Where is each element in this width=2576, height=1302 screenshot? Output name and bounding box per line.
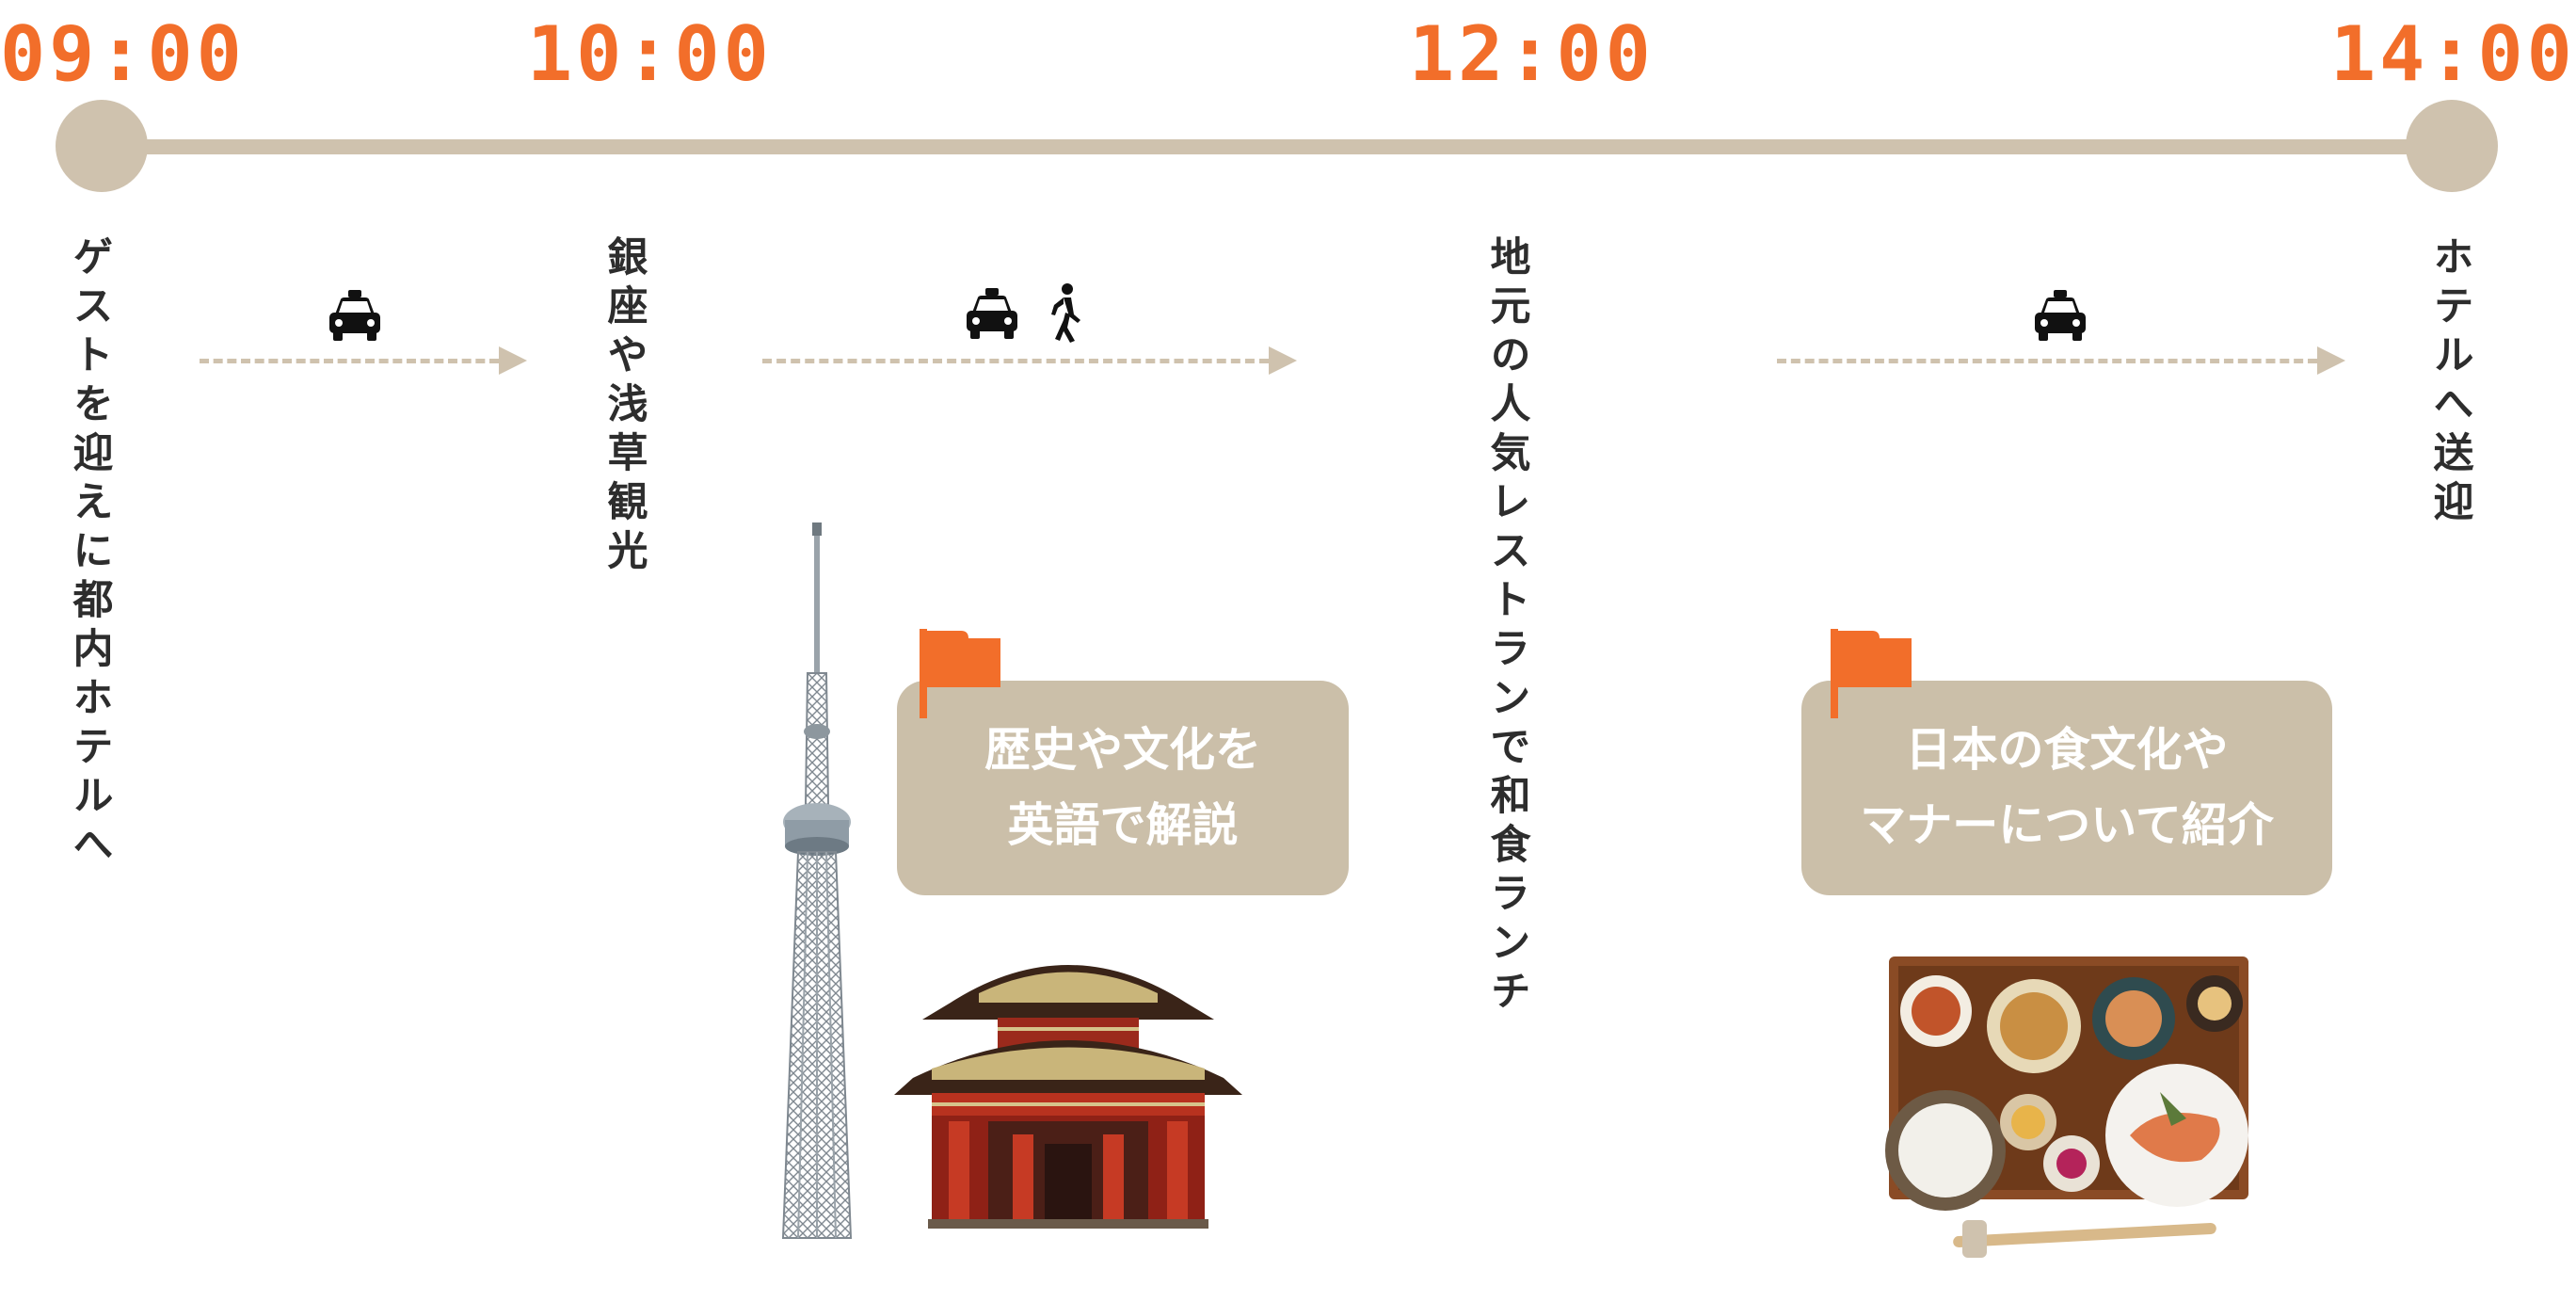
stop-label-lunch: 地元の人気レストランで和食ランチ xyxy=(1483,235,1530,1019)
transfer-arrow-3 xyxy=(1777,346,2345,375)
highlight-line: 歴史や文化を xyxy=(984,723,1261,777)
taxi-icon xyxy=(2035,290,2086,341)
transfer-arrow-2 xyxy=(762,346,1297,375)
highlight-bubble-food: 日本の食文化や マナーについて紹介 xyxy=(1801,681,2332,895)
time-label-0900: 09:00 xyxy=(0,10,246,98)
time-label-1200: 12:00 xyxy=(1409,10,1655,98)
time-label-1400: 14:00 xyxy=(2330,10,2576,98)
stop-label-sightseeing: 銀座や浅草観光 xyxy=(600,235,648,578)
timeline-start-node xyxy=(56,100,148,192)
time-label-1000: 10:00 xyxy=(527,10,773,98)
highlight-line: 日本の食文化や xyxy=(1905,723,2229,777)
timeline-end-node xyxy=(2406,100,2498,192)
walking-person-icon xyxy=(1051,283,1080,343)
stop-label-dropoff: ホテルへ送迎 xyxy=(2426,235,2473,529)
highlight-line: マナーについて紹介 xyxy=(1860,798,2274,852)
japanese-lunch-tray-image xyxy=(1885,956,2248,1258)
highlight-bubble-culture: 歴史や文化を 英語で解説 xyxy=(897,681,1349,895)
highlight-line: 英語で解説 xyxy=(1007,798,1239,852)
tokyo-skytree-image xyxy=(781,522,853,1239)
transfer-arrow-1 xyxy=(200,346,527,375)
flag-icon xyxy=(1831,629,1912,718)
taxi-icon xyxy=(967,288,1017,339)
temple-gate-image xyxy=(894,965,1242,1229)
flag-icon xyxy=(920,629,1000,718)
timeline-track xyxy=(101,139,2416,154)
stop-label-pickup: ゲストを迎えに都内ホテルへ xyxy=(66,235,113,872)
taxi-icon xyxy=(329,290,380,341)
